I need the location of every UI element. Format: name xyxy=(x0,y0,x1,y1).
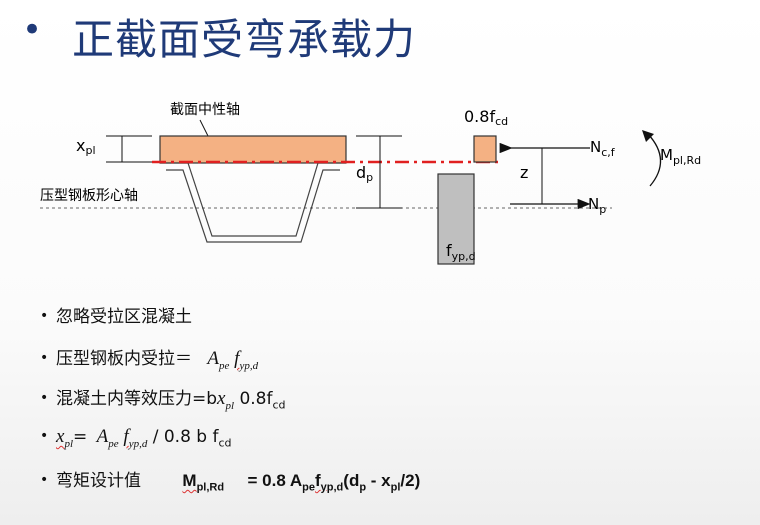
steel-deck-outer xyxy=(160,162,346,237)
concrete-stress-block xyxy=(473,135,497,163)
steel-deck-inner xyxy=(166,169,340,243)
concrete-stress-label: 0.8fcd xyxy=(464,107,508,128)
bullet-4: •xpl= Ape fyp,d / 0.8 b fcd xyxy=(40,426,232,450)
dp-label: dp xyxy=(356,163,373,184)
moment-arc xyxy=(647,133,662,187)
xpl-label: xpl xyxy=(76,136,96,157)
moment-arrowhead xyxy=(642,130,654,142)
bullet-1: •忽略受拉区混凝土 xyxy=(40,307,192,327)
np-label: Np xyxy=(588,195,606,216)
page-title: 正截面受弯承载力 xyxy=(72,15,417,64)
bullet-3: •混凝土内等效压力=bxpl 0.8fcd xyxy=(40,388,286,412)
section-diagram: 截面中性轴 xpl 压型钢板形心轴 dp 0.8fcd fyp,d Nc,f N… xyxy=(40,102,701,265)
moment-label: Mpl,Rd xyxy=(660,146,701,167)
bullet-5: •弯矩设计值 Mpl,Rd = 0.8 Apefyp,d(dp - xpl/2) xyxy=(40,471,421,494)
steel-stress-block xyxy=(437,173,475,265)
steel-stress-label: fyp,d xyxy=(446,241,476,263)
concrete-flange xyxy=(159,135,347,164)
steel-axis-label: 压型钢板形心轴 xyxy=(40,188,138,204)
bullet-2: •压型钢板内受拉＝ Ape fyp,d xyxy=(40,348,259,372)
title-bullet: • xyxy=(22,10,43,50)
ncf-label: Nc,f xyxy=(590,138,616,159)
z-label: z xyxy=(520,163,528,182)
neutral-axis-label: 截面中性轴 xyxy=(170,102,240,118)
